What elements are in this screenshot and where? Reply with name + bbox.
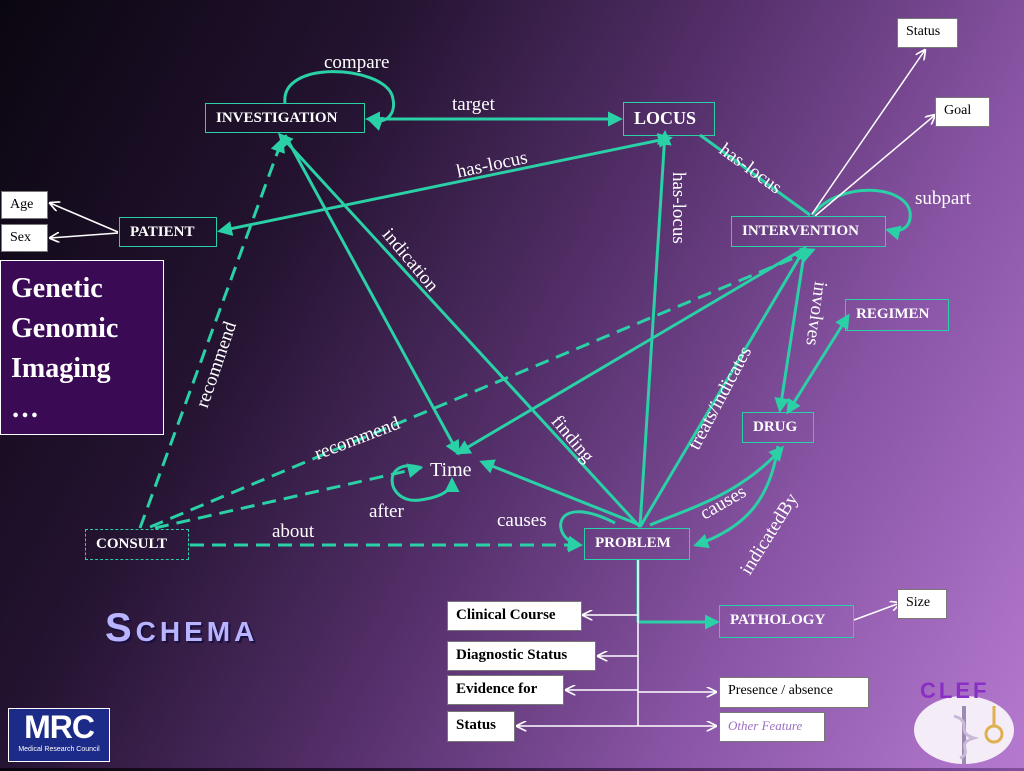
attr-goal: Goal [935,97,990,127]
attr-size: Size [897,589,947,619]
modality-genomic: Genomic [11,313,119,344]
label-after: after [369,501,404,522]
node-pathology: PATHOLOGY [719,605,854,638]
edge-treats-indicates [638,245,807,528]
node-locus: LOCUS [623,102,715,136]
edge-intervention-time [455,246,806,455]
label-compare: compare [324,52,390,73]
label-has-locus-problem: has-locus [668,172,689,244]
label-target: target [452,94,495,115]
node-problem: PROBLEM [584,528,690,560]
node-time: Time [430,459,472,481]
arrow-goal [814,115,935,217]
modality-more: … [11,393,39,424]
modality-imaging: Imaging [11,353,111,384]
mrc-logo-sub: Medical Research Council [18,746,100,753]
schema-title: Schema [105,606,259,650]
label-causes-problem: causes [497,510,547,531]
label-about: about [272,521,315,542]
edge-investigation-time [283,134,460,456]
node-drug: DRUG [742,412,814,443]
node-patient: PATIENT [119,217,217,247]
label-subpart: subpart [915,188,971,209]
edge-involves [774,247,807,413]
clef-logo: CLEF [908,676,1020,766]
attr-other-feature: Other Feature [719,712,825,742]
edge-consult-time [154,463,423,530]
node-regimen: REGIMEN [845,299,949,331]
edge-finding [479,459,641,527]
attr-presence-absence: Presence / absence [719,677,869,708]
node-investigation: INVESTIGATION [205,103,365,133]
attr-status-top: Status [897,18,958,48]
edge-time-after [390,464,460,502]
node-intervention: INTERVENTION [731,216,886,247]
edge-recommend-intervention [149,247,816,529]
edge-has-locus-intervention [699,133,811,217]
clef-emblem-icon [914,696,1014,764]
mrc-logo-main: MRC [24,709,95,745]
attr-age: Age [1,191,48,219]
clef-logo-text: CLEF [920,678,990,703]
arrow-age [50,203,119,233]
modality-genetic: Genetic [11,273,103,304]
arrow-size [853,603,900,621]
arrow-status-top [811,50,925,215]
attr-sex: Sex [1,224,48,252]
edge-has-locus-problem [638,130,672,528]
mrc-logo: MRC Medical Research Council [8,708,110,762]
attr-status-bottom: Status [447,711,515,742]
edge-has-locus-patient [217,133,673,236]
attr-clinical-course: Clinical Course [447,601,582,631]
attr-diagnostic-status: Diagnostic Status [447,641,596,671]
edge-recommend-investigation [138,137,285,529]
edge-indicated-by [693,445,780,549]
edge-regimen-drug [786,313,850,415]
node-consult: CONSULT [85,529,189,560]
arrow-sex [50,233,119,238]
attr-evidence-for: Evidence for [447,675,564,705]
edge-drug-causes [649,445,785,527]
modalities-box: Genetic Genomic Imaging … [0,260,164,435]
edge-indication [277,132,642,529]
